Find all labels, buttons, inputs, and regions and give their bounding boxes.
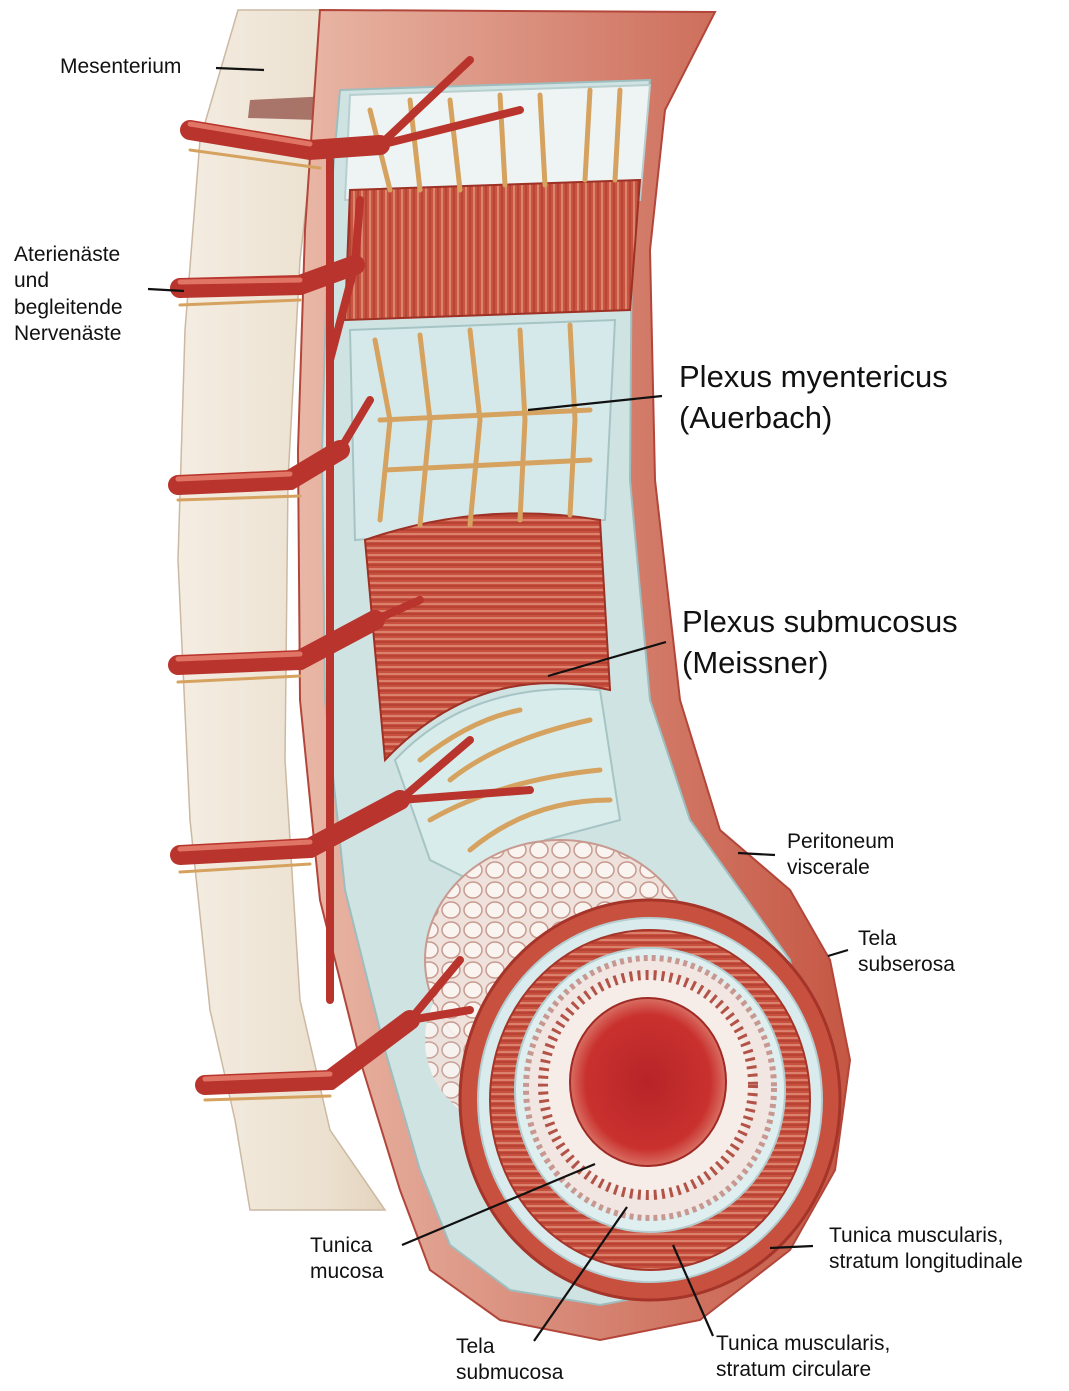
label-plexus-submucosus: Plexus submucosus (Meissner) [682,601,958,683]
label-tunica-longitudinale: Tunica muscularis, stratum longitudinale [829,1223,1023,1276]
label-tunica-circulare: Tunica muscularis, stratum circulare [716,1331,890,1384]
label-tunica-mucosa: Tunica mucosa [310,1233,384,1286]
label-tela-subserosa: Tela subserosa [858,926,955,979]
label-mesenterium: Mesenterium [60,54,181,80]
label-tela-submucosa: Tela submucosa [456,1334,563,1387]
lumen [570,998,726,1166]
label-peritoneum: Peritoneum viscerale [787,829,894,882]
label-arteries: Aterienäste und begleitende Nervenäste [14,242,123,347]
label-plexus-myentericus: Plexus myentericus (Auerbach) [679,356,948,438]
